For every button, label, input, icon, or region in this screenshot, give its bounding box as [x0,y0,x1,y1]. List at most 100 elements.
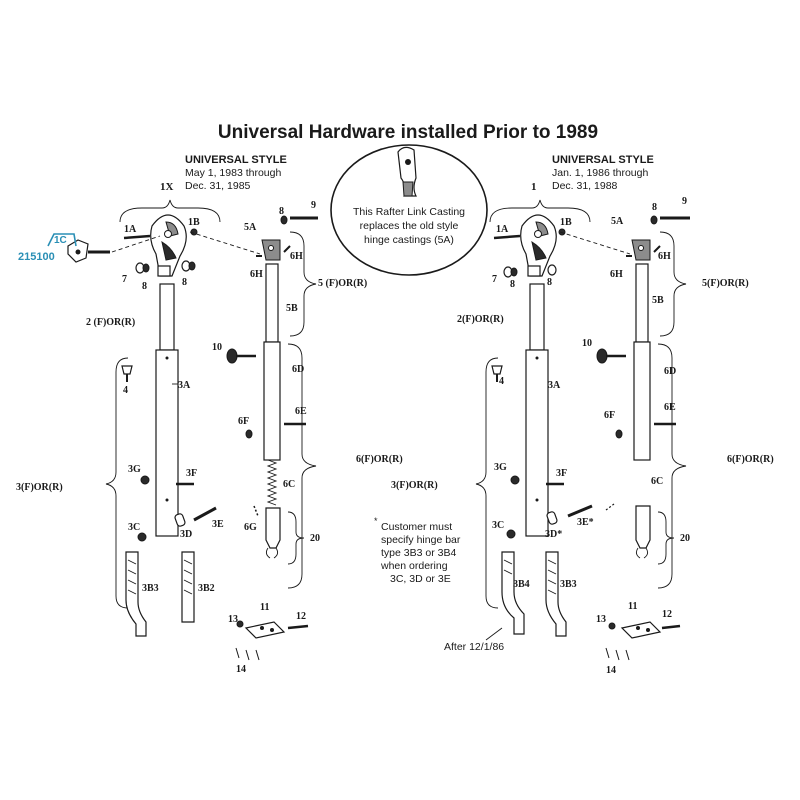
left-label-9: 9 [311,200,316,211]
left-label-5b: 5B [286,303,298,314]
left-label-5: 5 (F)OR(R) [318,278,367,289]
left-label-3f: 3F [186,468,197,479]
right-date-from: Jan. 1, 1986 through [552,167,648,179]
right-label-3b3: 3B3 [560,579,577,590]
right-label-1a: 1A [496,224,509,235]
right-label-3a: 3A [548,380,561,391]
callout-line-3: hinge castings (5A) [364,234,454,246]
right-label-3b4: 3B4 [513,579,530,590]
left-label-6g: 6G [244,522,257,533]
right-label-8c: 8 [652,202,657,213]
right-label-6: 6(F)OR(R) [727,454,774,465]
right-label-10: 10 [582,338,592,349]
callout-line-2: replaces the old style [360,220,459,232]
left-label-3b3: 3B3 [142,583,159,594]
right-label-6c: 6C [651,476,663,487]
left-label-1c: 1C [54,235,67,246]
left-bolt-1c [47,233,161,263]
left-part-number-215100: 215100 [18,251,55,263]
right-knob-10 [596,348,626,364]
left-latch-20 [265,507,281,559]
left-label-2: 2 (F)OR(R) [86,317,135,328]
right-label-8b: 8 [547,277,552,288]
customer-note-line-5: 3C, 3D or 3E [390,573,451,585]
customer-note: * Customer must specify hinge bar type 3… [374,516,461,585]
right-label-3e: 3E* [577,517,594,528]
right-screw-4 [491,365,503,382]
right-hinge-bar-3b4 [501,551,525,635]
right-label-3: 3(F)OR(R) [391,480,438,491]
customer-note-line-2: specify hinge bar [381,534,461,546]
diagram-title: Universal Hardware installed Prior to 19… [218,122,598,143]
left-style-heading: UNIVERSAL STYLE [185,154,287,166]
right-label-6e: 6E [664,402,676,413]
left-label-13: 13 [228,614,238,625]
right-label-3f: 3F [556,468,567,479]
right-label-1: 1 [531,181,537,193]
left-label-8b: 8 [182,277,187,288]
left-spring-6c [266,459,278,506]
left-label-6: 6(F)OR(R) [356,454,403,465]
left-label-12: 12 [296,611,306,622]
customer-note-star: * [374,516,378,526]
left-label-7: 7 [122,274,127,285]
left-label-6e: 6E [295,406,307,417]
left-label-1a: 1A [124,224,137,235]
right-label-5b: 5B [652,295,664,306]
right-label-3g: 3G [494,462,507,473]
right-label-6d: 6D [664,366,676,377]
right-hinge-casting [520,214,557,277]
callout-line-1: This Rafter Link Casting [353,206,465,218]
left-label-6c: 6C [283,479,295,490]
left-label-3: 3(F)OR(R) [16,482,63,493]
left-assembly: 1X 1C 215100 1A 1B 7 8 [16,181,403,675]
left-label-3c: 3C [128,522,140,533]
right-label-9: 9 [682,196,687,207]
left-label-14: 14 [236,664,246,675]
right-label-6h-2: 6H [658,251,671,262]
customer-note-line-4: when ordering [380,560,448,572]
rafter-link-callout: This Rafter Link Casting replaces the ol… [330,144,488,276]
right-label-8a: 8 [510,279,515,290]
right-hinge-bar-3b3 [545,551,567,637]
left-date-from: May 1, 1983 through [185,167,281,179]
left-plate-11 [244,621,286,639]
left-label-1x: 1X [160,181,174,193]
left-screw-4 [121,365,133,382]
right-label-3d: 3D* [545,529,562,540]
left-label-10: 10 [212,342,222,353]
left-label-3b2: 3B2 [198,583,215,594]
left-label-4: 4 [123,385,128,396]
left-label-6h-1: 6H [250,269,263,280]
right-assembly: 1 1A 1B 7 8 8 2(F)OR(R) 3A 4 3(F)OR [391,181,774,676]
left-label-11: 11 [260,602,269,613]
left-date-to: Dec. 31, 1985 [185,180,251,192]
left-label-8c: 8 [279,206,284,217]
left-label-5a: 5A [244,222,257,233]
right-label-11: 11 [628,601,637,612]
right-label-1b: 1B [560,217,572,228]
right-label-4: 4 [499,376,504,387]
right-after-note: After 12/1/86 [444,641,504,653]
left-label-20: 20 [310,533,320,544]
right-label-6f: 6F [604,410,615,421]
right-plate-11 [620,621,662,639]
right-style-heading: UNIVERSAL STYLE [552,154,654,166]
right-label-14: 14 [606,665,616,676]
right-label-5: 5(F)OR(R) [702,278,749,289]
left-hinge-casting [150,214,187,277]
right-label-13: 13 [596,614,606,625]
left-label-3d: 3D [180,529,192,540]
right-label-3c: 3C [492,520,504,531]
right-label-2: 2(F)OR(R) [457,314,504,325]
left-label-1b: 1B [188,217,200,228]
left-label-6f: 6F [238,416,249,427]
left-label-3e: 3E [212,519,224,530]
right-label-7: 7 [492,274,497,285]
rafter-link-casting-icon [397,146,417,197]
right-label-5a: 5A [611,216,624,227]
right-hinge-5a [631,239,651,261]
customer-note-line-3: type 3B3 or 3B4 [381,547,456,559]
customer-note-line-1: Customer must [381,521,452,533]
